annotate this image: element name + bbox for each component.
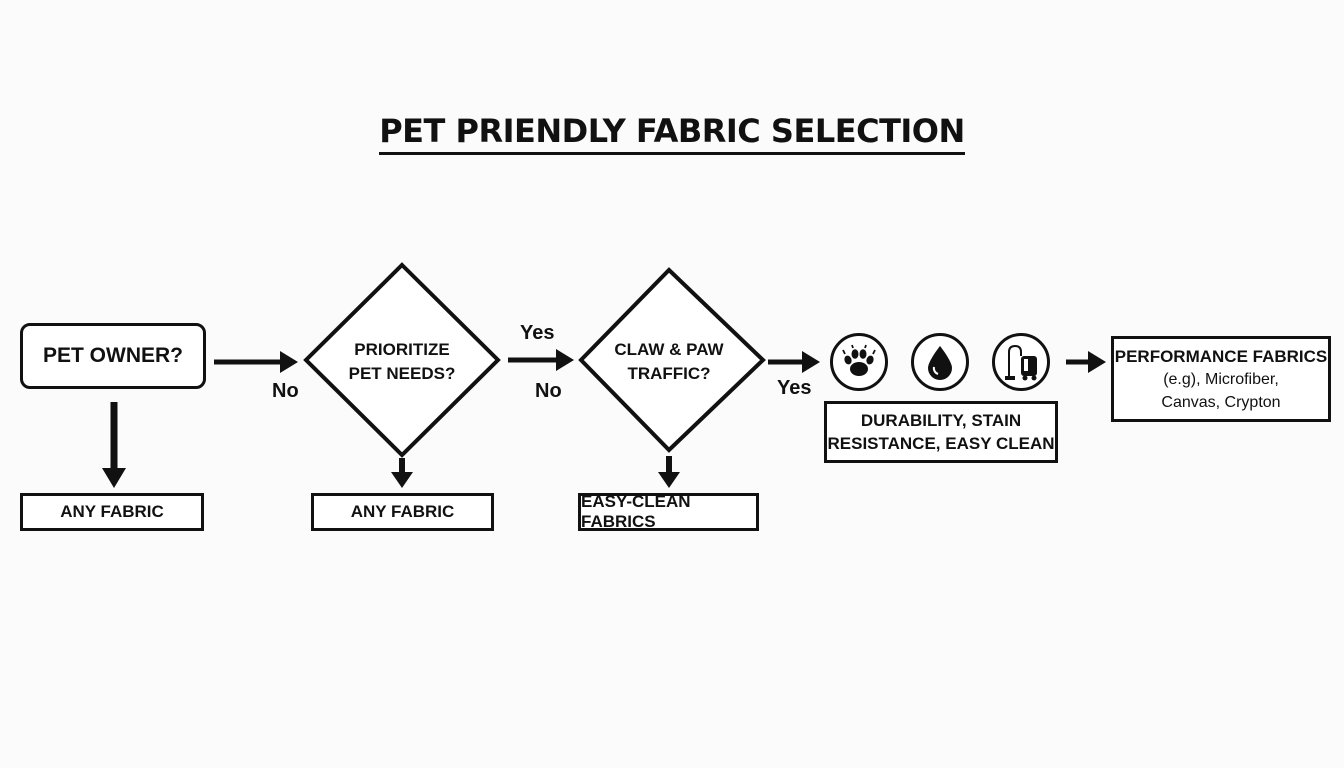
node-any-fabric-2-label: ANY FABRIC [350,502,455,521]
vacuum-cleaner-icon [992,333,1050,391]
node-performance-fabrics: PERFORMANCE FABRICS (e.g), Microfiber, C… [1111,336,1331,422]
edge-label-no-2: No [535,380,562,402]
arrow-claw-to-properties [768,351,820,373]
vacuum-cleaner-icon-glyph [1005,344,1037,381]
diagram-title-text: PET PRIENDLY FABRIC SELECTION [379,112,965,155]
water-drop-icon-glyph [928,346,952,380]
node-pet-owner: PET OWNER? [20,323,206,389]
edge-label-no-1: No [272,380,299,402]
water-drop-icon [911,333,969,391]
arrow-petowner-to-prioritize [214,351,298,373]
decision-diamond-claw [578,267,766,453]
edge-label-yes-3: Yes [777,377,812,399]
node-any-fabric-1: ANY FABRIC [20,493,204,531]
node-easy-clean-fabrics: EASY-CLEAN FABRICS [578,492,759,531]
node-prioritize-line2: PET NEEDS? [348,364,456,383]
decision-diamond-prioritize [303,262,501,458]
node-prioritize-line1: PRIORITIZE [354,340,450,359]
node-claw-line1: CLAW & PAW [614,340,724,359]
node-properties-line1: DURABILITY, STAIN [860,411,1022,430]
node-performance-line2: (e.g), Microfiber, [1163,370,1279,388]
node-properties-line2: RESISTANCE, EASY CLEAN [827,434,1055,453]
node-any-fabric-1-label: ANY FABRIC [60,502,164,521]
edge-label-yes-2: Yes [520,322,555,344]
node-performance-line1: PERFORMANCE FABRICS [1114,346,1328,366]
node-claw-line2: TRAFFIC? [627,364,711,383]
node-any-fabric-2: ANY FABRIC [311,493,494,531]
arrow-petowner-down [102,402,126,488]
diagram-title: PET PRIENDLY FABRIC SELECTION [0,112,1344,155]
node-properties: DURABILITY, STAIN RESISTANCE, EASY CLEAN [824,401,1058,463]
arrow-prioritize-down [391,458,413,488]
node-prioritize-text: PRIORITIZE PET NEEDS? [326,338,478,386]
node-claw-text: CLAW & PAW TRAFFIC? [593,338,745,386]
node-performance-line3: Canvas, Crypton [1161,393,1281,411]
paw-icon-glyph [842,344,876,376]
arrow-properties-to-performance [1066,351,1106,373]
paw-icon [830,333,888,391]
arrow-claw-down [658,456,680,488]
arrow-prioritize-to-claw [508,349,574,371]
node-pet-owner-label: PET OWNER? [43,344,183,367]
node-easy-clean-fabrics-label: EASY-CLEAN FABRICS [581,492,691,531]
